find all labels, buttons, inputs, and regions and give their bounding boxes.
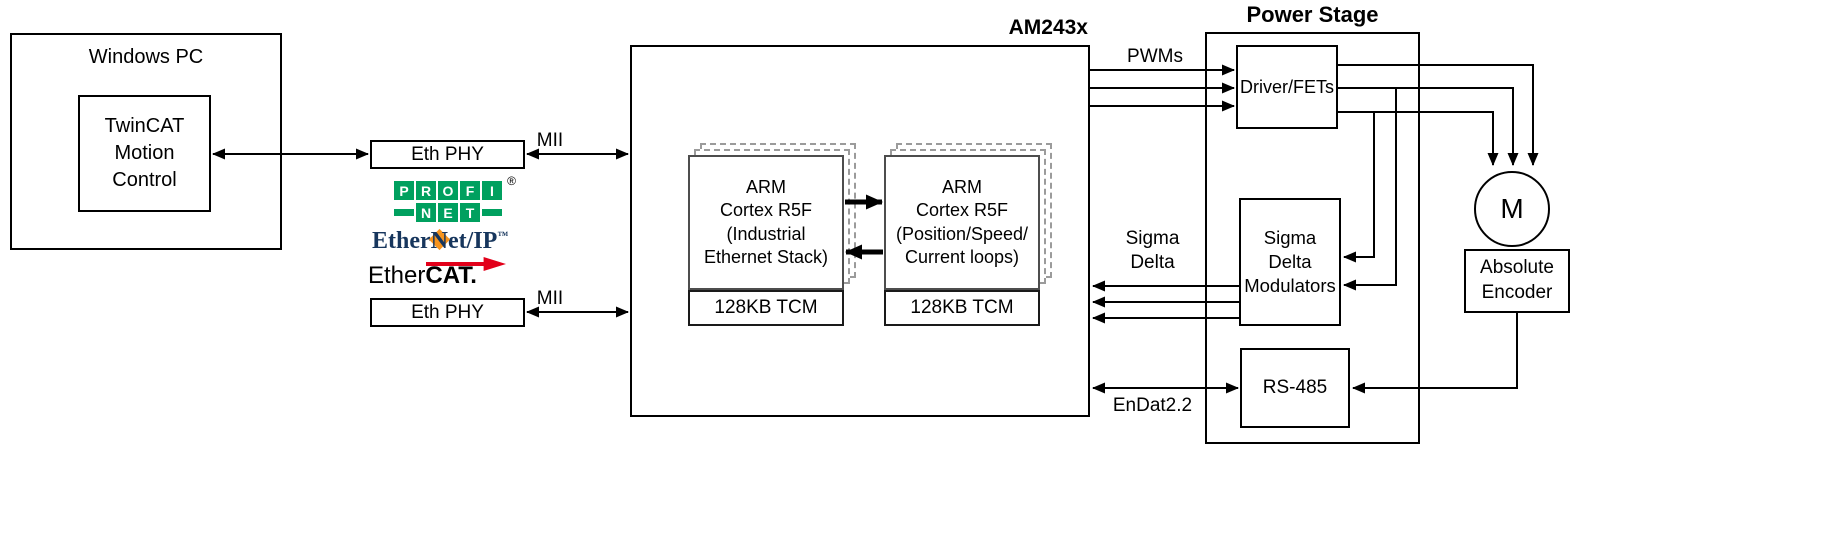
arm-core1-tcm-box: 128KB TCM bbox=[688, 290, 844, 326]
arm-core2-tcm-box: 128KB TCM bbox=[884, 290, 1040, 326]
profinet-row-bottom: N E T bbox=[394, 203, 502, 222]
pwms-label: PWMs bbox=[1127, 46, 1183, 67]
rs485-box: RS-485 bbox=[1240, 348, 1350, 428]
eth-phy-bottom-box: Eth PHY bbox=[370, 298, 525, 327]
endat-label: EnDat2.2 bbox=[1112, 395, 1193, 416]
profinet-letter: P bbox=[394, 181, 414, 200]
profinet-registered-mark: ® bbox=[507, 174, 516, 188]
absolute-encoder-box: Absolute Encoder bbox=[1464, 249, 1570, 313]
profinet-letter: I bbox=[482, 181, 502, 200]
profinet-letter: N bbox=[416, 203, 436, 222]
profinet-letter: T bbox=[460, 203, 480, 222]
mii-top-label: MII bbox=[536, 130, 564, 151]
profinet-letter: O bbox=[438, 181, 458, 200]
profinet-row-top: P R O F I bbox=[394, 181, 502, 200]
sigma-delta-modulators-box: Sigma Delta Modulators bbox=[1239, 198, 1341, 326]
eth-phy-top-box: Eth PHY bbox=[370, 140, 525, 169]
driver-fets-box: Driver/FETs bbox=[1236, 45, 1338, 129]
arm-core1-box: ARM Cortex R5F (Industrial Ethernet Stac… bbox=[688, 155, 844, 290]
ethernet-ip-n-star-icon: N bbox=[430, 228, 448, 254]
motor-circle: M bbox=[1474, 171, 1550, 247]
ethernet-ip-text: Ether bbox=[372, 228, 431, 254]
ethercat-text: Ether bbox=[368, 262, 426, 289]
mii-bottom-label: MII bbox=[536, 288, 564, 309]
arm-core2-box: ARM Cortex R5F (Position/Speed/ Current … bbox=[884, 155, 1040, 290]
profinet-letter: R bbox=[416, 181, 436, 200]
profinet-bar bbox=[482, 209, 502, 216]
arm-core1-stack: ARM Cortex R5F (Industrial Ethernet Stac… bbox=[688, 143, 856, 326]
ethercat-text-bold: CAT. bbox=[425, 262, 477, 289]
profinet-letter: F bbox=[460, 181, 480, 200]
profinet-logo: ® P R O F I N E T bbox=[394, 174, 516, 222]
am243x-title: AM243x bbox=[1008, 16, 1088, 39]
profinet-letter: E bbox=[438, 203, 458, 222]
profinet-bar bbox=[394, 209, 414, 216]
twincat-motion-control-box: TwinCAT Motion Control bbox=[78, 95, 211, 212]
power-stage-title: Power Stage bbox=[1246, 2, 1379, 27]
sigma-delta-label: Sigma Delta bbox=[1125, 228, 1180, 273]
windows-pc-title: Windows PC bbox=[88, 46, 204, 68]
ethernet-ip-trademark: ™ bbox=[497, 230, 509, 242]
arm-core2-stack: ARM Cortex R5F (Position/Speed/ Current … bbox=[884, 143, 1052, 326]
ethernet-ip-logo: EtherNet/IP™ bbox=[372, 228, 508, 255]
ethernet-ip-text: et/IP bbox=[448, 228, 498, 254]
ethercat-logo: EtherCAT. bbox=[368, 257, 506, 290]
